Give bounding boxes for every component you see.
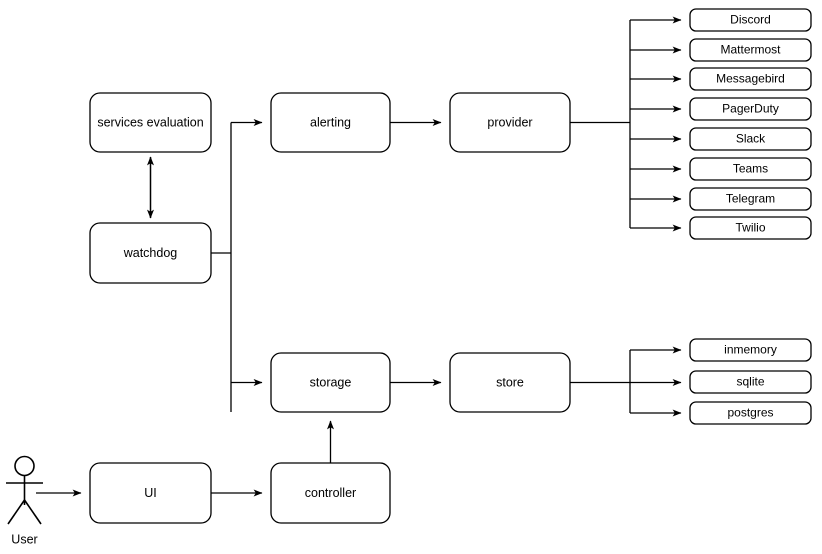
node-pagerduty-label: PagerDuty — [722, 102, 779, 116]
node-watchdog-box[interactable] — [89, 222, 212, 284]
node-twilio-box[interactable] — [689, 216, 812, 240]
node-twilio[interactable]: Twilio — [689, 216, 812, 240]
actor-leg-right-icon — [23, 499, 42, 525]
node-alerting-label: alerting — [310, 115, 351, 129]
node-teams[interactable]: Teams — [689, 157, 812, 181]
node-controller[interactable]: controller — [270, 462, 391, 524]
node-watchdog-label: watchdog — [123, 246, 178, 260]
node-inmemory-box[interactable] — [689, 338, 812, 362]
edge-provider-fanout — [570, 16, 682, 232]
node-storage[interactable]: storage — [270, 352, 391, 413]
node-slack[interactable]: Slack — [689, 127, 812, 151]
node-ui-box[interactable] — [89, 462, 212, 524]
node-discord-box[interactable] — [689, 8, 812, 32]
node-services-evaluation-box[interactable] — [89, 92, 212, 153]
node-teams-label: Teams — [733, 162, 768, 176]
node-services-evaluation-label: services evaluation — [97, 115, 203, 129]
node-twilio-label: Twilio — [735, 221, 765, 235]
node-alerting-box[interactable] — [270, 92, 391, 153]
actor-label: User — [11, 532, 37, 546]
node-sqlite-box[interactable] — [689, 370, 812, 394]
node-postgres[interactable]: postgres — [689, 401, 812, 425]
node-teams-box[interactable] — [689, 157, 812, 181]
node-sqlite-label: sqlite — [736, 375, 764, 389]
node-store-label: store — [496, 375, 524, 389]
node-storage-label: storage — [310, 375, 352, 389]
node-pagerduty[interactable]: PagerDuty — [689, 97, 812, 121]
node-slack-label: Slack — [736, 132, 766, 146]
node-controller-label: controller — [305, 486, 356, 500]
node-provider-box[interactable] — [449, 92, 571, 153]
node-telegram-label: Telegram — [726, 192, 775, 206]
node-messagebird[interactable]: Messagebird — [689, 67, 812, 91]
node-ui[interactable]: UI — [89, 462, 212, 524]
node-pagerduty-box[interactable] — [689, 97, 812, 121]
node-sqlite[interactable]: sqlite — [689, 370, 812, 394]
node-postgres-box[interactable] — [689, 401, 812, 425]
node-postgres-label: postgres — [727, 406, 773, 420]
actor-user: User — [6, 455, 43, 546]
node-inmemory[interactable]: inmemory — [689, 338, 812, 362]
node-store-box[interactable] — [449, 352, 571, 413]
node-store[interactable]: store — [449, 352, 571, 413]
actor-head-icon — [14, 455, 35, 477]
node-services-evaluation[interactable]: services evaluation — [89, 92, 212, 153]
node-watchdog[interactable]: watchdog — [89, 222, 212, 284]
edge-watchdog-branch-trunk — [211, 122, 232, 412]
node-alerting[interactable]: alerting — [270, 92, 391, 153]
node-slack-box[interactable] — [689, 127, 812, 151]
node-controller-box[interactable] — [270, 462, 391, 524]
node-telegram[interactable]: Telegram — [689, 187, 812, 211]
node-mattermost-box[interactable] — [689, 38, 812, 62]
node-discord-label: Discord — [730, 13, 771, 27]
node-mattermost-label: Mattermost — [720, 43, 781, 57]
node-inmemory-label: inmemory — [724, 343, 777, 357]
node-mattermost[interactable]: Mattermost — [689, 38, 812, 62]
node-provider[interactable]: provider — [449, 92, 571, 153]
node-storage-box[interactable] — [270, 352, 391, 413]
node-ui-label: UI — [144, 486, 157, 500]
edge-store-fanout — [570, 346, 682, 417]
actor-leg-left-icon — [7, 499, 26, 525]
node-messagebird-label: Messagebird — [716, 72, 785, 86]
node-provider-label: provider — [487, 115, 532, 129]
node-telegram-box[interactable] — [689, 187, 812, 211]
node-messagebird-box[interactable] — [689, 67, 812, 91]
node-discord[interactable]: Discord — [689, 8, 812, 32]
